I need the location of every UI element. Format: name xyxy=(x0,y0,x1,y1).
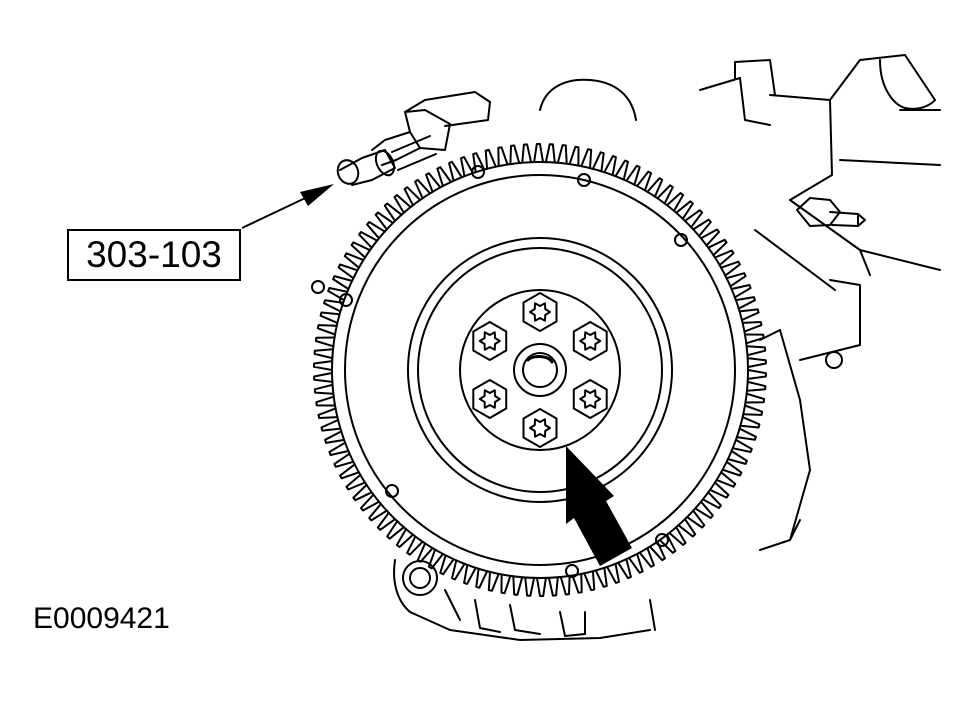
engine-block-outline xyxy=(539,54,941,551)
flywheel-holes xyxy=(311,165,688,578)
flywheel-bolt xyxy=(472,379,508,419)
flywheel-bolt xyxy=(572,379,608,419)
flywheel xyxy=(313,143,767,597)
figure-id: E0009421 xyxy=(33,602,170,635)
flywheel-bolt xyxy=(522,292,558,332)
tool-pin xyxy=(336,135,437,186)
lower-housing-outline xyxy=(393,559,656,641)
flywheel-bolt xyxy=(522,408,558,448)
flywheel-bolt xyxy=(472,321,508,361)
block-bolt xyxy=(796,197,866,227)
pointer-arrow-icon xyxy=(566,446,632,566)
arrow-icon xyxy=(241,184,334,229)
tool-number-label: 303-103 xyxy=(67,229,241,281)
tool-housing xyxy=(371,91,491,166)
flywheel-bolts xyxy=(472,292,608,448)
flywheel-bolt xyxy=(572,321,608,361)
